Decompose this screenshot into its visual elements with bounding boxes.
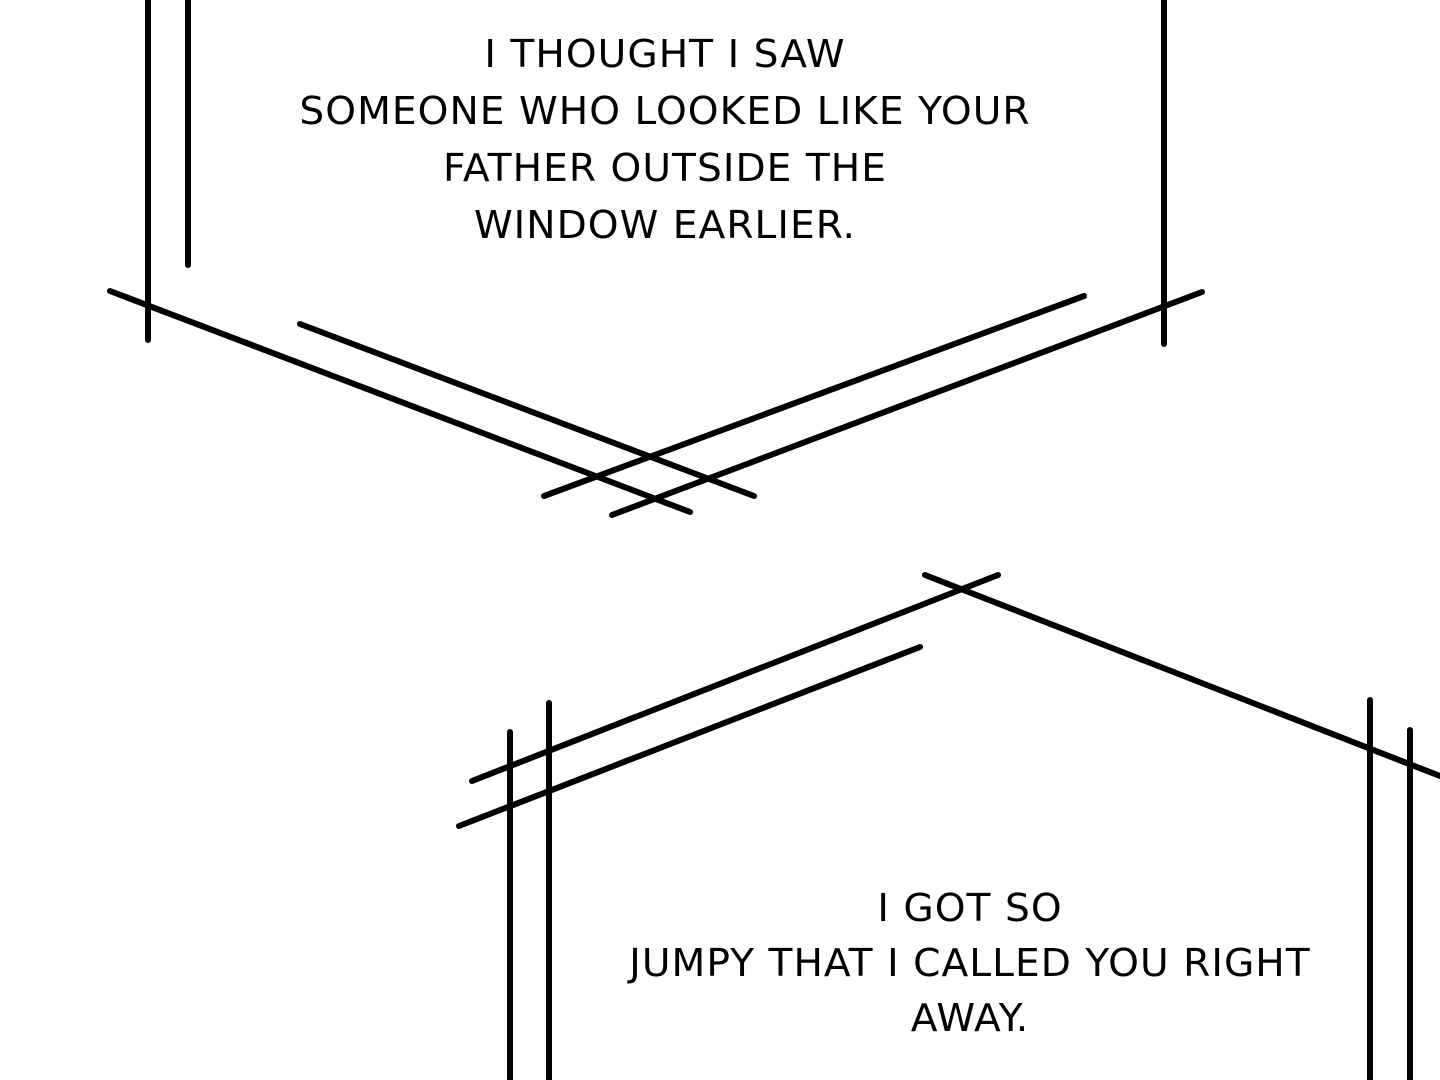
bubble-1-bottom-right-inner [541, 293, 1087, 499]
bubble-1-bottom-right-outer [609, 289, 1205, 518]
bubble-2-top-left-outer [469, 572, 1001, 784]
speech-line: JUMPY THAT I CALLED YOU RIGHT [629, 941, 1311, 985]
bubble-2-top-right [922, 572, 1440, 779]
speech-line: FATHER OUTSIDE THE [442, 146, 888, 190]
speech-line: WINDOW EARLIER. [473, 203, 857, 247]
speech-line: AWAY. [910, 996, 1030, 1040]
bubble-1-bottom-left-inner [297, 321, 757, 499]
bubble-2-top-left-inner [456, 644, 923, 829]
speech-line: I GOT SO [877, 886, 1063, 930]
speech-bubble-1-text: I THOUGHT I SAW SOMEONE WHO LOOKED LIKE … [248, 26, 1082, 254]
speech-line: I THOUGHT I SAW [484, 32, 846, 76]
speech-bubble-2-text: I GOT SO JUMPY THAT I CALLED YOU RIGHT A… [568, 881, 1371, 1046]
speech-line: SOMEONE WHO LOOKED LIKE YOUR [299, 89, 1031, 133]
bubble-1-bottom-left-outer [107, 288, 693, 515]
